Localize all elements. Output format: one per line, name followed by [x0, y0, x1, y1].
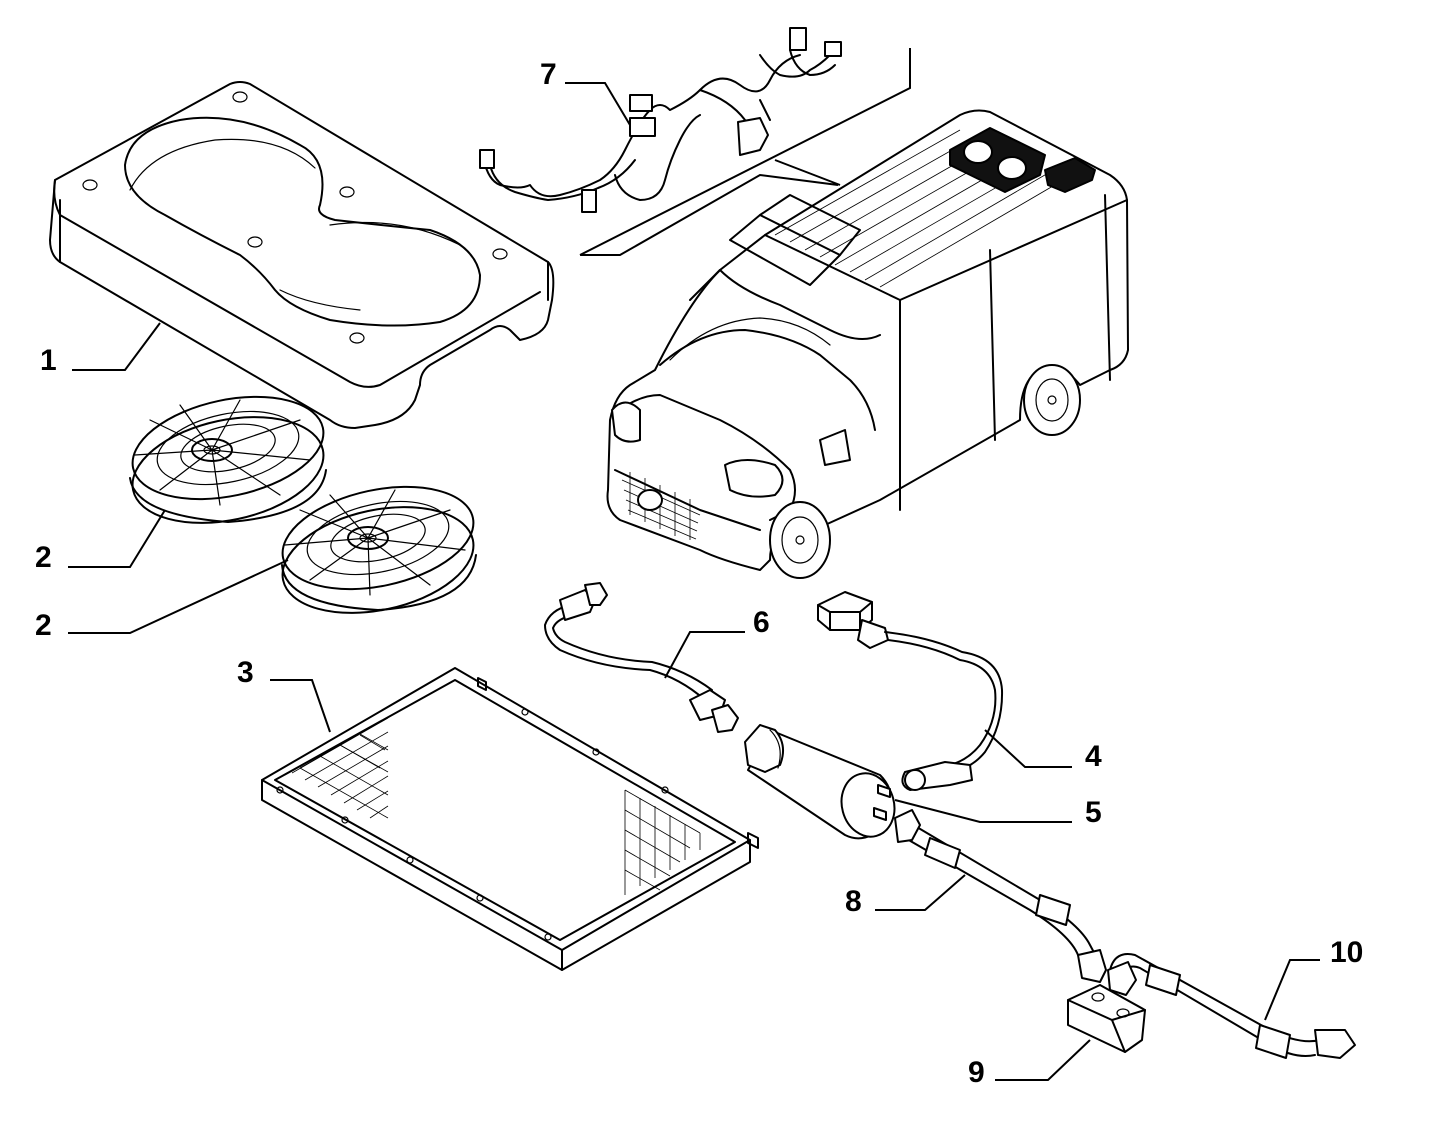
callout-10: 10 — [1330, 936, 1363, 969]
callout-9: 9 — [968, 1056, 985, 1089]
callout-2-lower: 2 — [35, 609, 52, 642]
callout-7: 7 — [540, 58, 557, 91]
callout-4: 4 — [1085, 740, 1102, 773]
wiring-harness-part — [479, 27, 842, 213]
leader-lines — [68, 48, 1320, 1081]
fan-part-lower — [281, 485, 477, 614]
callout-2-upper: 2 — [35, 541, 52, 574]
block-part-9 — [1067, 984, 1146, 1053]
fan-part-upper — [129, 395, 327, 524]
receiver-drier-part — [744, 724, 896, 840]
pipe-part-8 — [894, 809, 1107, 983]
pipe-part-6 — [544, 582, 739, 733]
callout-5: 5 — [1085, 796, 1102, 829]
pipe-part-10 — [1107, 953, 1356, 1059]
van-roof-rack — [774, 129, 1066, 288]
pressure-switch-part — [817, 591, 1004, 791]
cover-frame-part — [49, 81, 555, 429]
callout-3: 3 — [237, 656, 254, 689]
callout-6: 6 — [753, 606, 770, 639]
callout-1: 1 — [40, 344, 57, 377]
callout-labels: 1 2 2 3 4 5 6 7 8 9 10 — [35, 58, 1363, 1089]
van-illustration — [606, 109, 1129, 579]
condenser-part — [261, 667, 759, 971]
callout-8: 8 — [845, 885, 862, 918]
